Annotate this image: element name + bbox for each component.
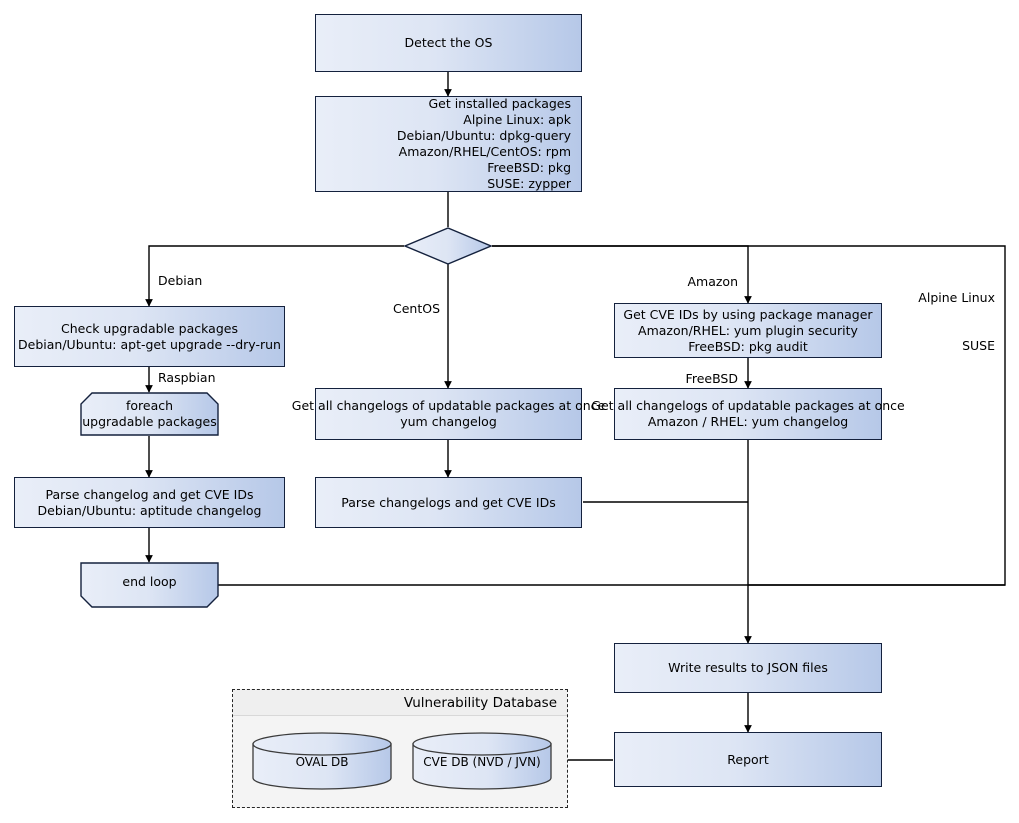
- vulnerability-database-title: Vulnerability Database: [233, 690, 567, 716]
- node-end-loop[interactable]: end loop: [80, 562, 219, 608]
- node-check-upgradable-label: Check upgradable packages Debian/Ubuntu:…: [18, 320, 281, 352]
- node-parse-changelogs-centos[interactable]: Parse changelogs and get CVE IDs: [315, 477, 582, 528]
- node-changelogs-rhel-label: Get all changelogs of updatable packages…: [591, 398, 905, 429]
- cylinder-shape: [252, 732, 392, 790]
- decision-diamond-shape: [403, 227, 493, 265]
- node-foreach-loop-start[interactable]: foreach upgradable packages: [80, 392, 219, 436]
- node-get-installed-packages-label: Get installed packages Alpine Linux: apk…: [396, 96, 571, 191]
- node-detect-os-label: Detect the OS: [404, 35, 493, 50]
- database-oval-db[interactable]: OVAL DB: [251, 732, 393, 790]
- node-parse-changelog-debian-label: Parse changelog and get CVE IDs Debian/U…: [37, 486, 262, 518]
- node-report-label: Report: [727, 751, 769, 767]
- node-changelogs-centos-label: Get all changelogs of updatable packages…: [291, 398, 606, 429]
- node-changelogs-rhel[interactable]: Get all changelogs of updatable packages…: [591, 388, 905, 440]
- node-report[interactable]: Report: [614, 732, 882, 787]
- node-end-loop-label: end loop: [122, 574, 177, 589]
- node-parse-changelogs-centos-label: Parse changelogs and get CVE IDs: [341, 494, 556, 510]
- node-check-upgradable[interactable]: Check upgradable packages Debian/Ubuntu:…: [14, 306, 285, 367]
- node-cve-ids-package-manager[interactable]: Get CVE IDs by using package manager Ama…: [614, 303, 882, 358]
- node-parse-changelog-debian[interactable]: Parse changelog and get CVE IDs Debian/U…: [14, 477, 285, 528]
- branch-label-centos: CentOS: [392, 300, 440, 316]
- node-foreach-loop-start-label: foreach upgradable packages: [82, 398, 217, 429]
- loop-end-shape: [80, 562, 219, 608]
- node-write-json[interactable]: Write results to JSON files: [614, 643, 882, 693]
- node-get-installed-packages[interactable]: Get installed packages Alpine Linux: apk…: [315, 96, 582, 192]
- node-changelogs-centos[interactable]: Get all changelogs of updatable packages…: [292, 388, 605, 440]
- node-os-decision[interactable]: [403, 227, 493, 265]
- node-write-json-label: Write results to JSON files: [668, 660, 828, 675]
- node-cve-ids-package-manager-label: Get CVE IDs by using package manager Ama…: [623, 306, 873, 354]
- branch-label-alpine: Alpine Linux SUSE: [918, 289, 995, 354]
- loop-start-shape: [80, 392, 219, 436]
- vulnerability-database-group: Vulnerability Database OVAL DB: [232, 689, 568, 808]
- node-detect-os[interactable]: Detect the OS: [315, 14, 582, 72]
- cylinder-shape: [412, 732, 552, 790]
- database-cve-db[interactable]: CVE DB (NVD / JVN): [411, 732, 553, 790]
